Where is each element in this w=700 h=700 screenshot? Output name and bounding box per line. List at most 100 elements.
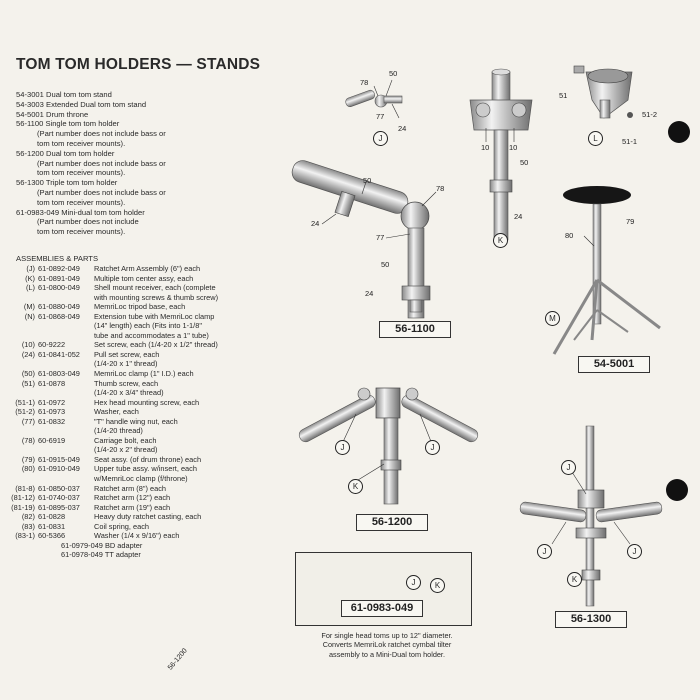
label-j-triple-right: J — [627, 544, 642, 559]
part-code: 61-0832 — [38, 416, 66, 426]
label-k-triple: K — [567, 572, 582, 587]
part-desc: Ratchet arm (19") each — [94, 502, 171, 512]
part-ref: (82) — [21, 512, 35, 522]
part-code: 61-0973 — [38, 407, 66, 417]
assemblies-heading: ASSEMBLIES & PARTS — [16, 254, 99, 263]
product-code: 56-1100 — [16, 119, 44, 129]
part-desc-continued: (1/4-20 x 1" thread) — [94, 359, 158, 369]
binder-hole-top — [668, 121, 690, 143]
part-code: 61-0972 — [38, 397, 66, 407]
drum-throne — [552, 186, 661, 355]
product-item: 61-0983-049 Mini-dual tom tom holder — [16, 208, 278, 218]
part-ref: (10) — [21, 340, 35, 350]
part-desc-continued: (14" length) each (Fits into 1-1/8" — [94, 321, 202, 331]
part-desc: MemriLoc tripod base, each — [94, 302, 186, 312]
callout-50-lower: 50 — [381, 260, 390, 269]
callout-79: 79 — [626, 217, 635, 226]
product-code: 54-3003 — [16, 99, 44, 109]
part-desc: MemriLoc clamp (1" I.D.) each — [94, 369, 194, 379]
part-row: (50)61-0803-049 MemriLoc clamp (1" I.D.) … — [10, 369, 300, 379]
part-desc: Ratchet arm (12") each — [94, 493, 171, 503]
part-code: 61-0800-049 — [38, 283, 80, 293]
label-l-receiver: L — [588, 131, 603, 146]
part-desc: Coil spring, each — [94, 521, 150, 531]
part-ref: (51) — [21, 378, 35, 388]
product-note: (Part number does not include bass or — [37, 187, 166, 197]
part-code: 61-0831 — [38, 521, 66, 531]
part-ref: (51-2) — [15, 407, 35, 417]
product-item: 56-1100 Single tom tom holder — [16, 119, 278, 129]
product-note: tom tom receiver mounts). — [37, 138, 126, 148]
product-name: Single tom tom holder — [45, 119, 120, 129]
callout-50-center: 50 — [520, 158, 529, 167]
product-name: Dual tom tom stand — [46, 90, 112, 99]
caption-line: assembly to a Mini-Dual tom holder. — [329, 649, 445, 659]
callout-77: 77 — [376, 112, 385, 121]
part-code: 61-0868-049 — [38, 311, 80, 321]
part-code: 60-5366 — [38, 531, 66, 541]
triple-tom-holder — [519, 425, 663, 607]
product-item: 54-3003 Extended Dual tom tom stand — [16, 100, 278, 110]
part-ref: (83-1) — [15, 531, 35, 541]
part-row: (77)61-0832 "T" handle wing nut, each — [10, 417, 300, 427]
part-code: 61-0850-037 — [38, 483, 80, 493]
part-desc-continued: w/MemriLoc clamp (f/throne) — [94, 474, 188, 484]
callout-51: 51 — [559, 91, 568, 100]
product-code: 54-5001 — [16, 109, 44, 119]
part-desc: Heavy duty ratchet casting, each — [94, 512, 202, 522]
product-name: Drum throne — [46, 109, 89, 119]
callout-77-single: 77 — [376, 233, 385, 242]
part-ref: (J) — [26, 264, 35, 273]
label-k-center: K — [493, 233, 508, 248]
part-code: 61-0803-049 — [38, 369, 80, 379]
single-tom-holder — [291, 160, 437, 319]
label-j-arm: J — [373, 131, 388, 146]
part-desc: Carriage bolt, each — [94, 435, 157, 445]
part-desc: Hex head mounting screw, each — [94, 397, 200, 407]
part-ref: (M) — [23, 302, 35, 312]
part-desc: Extension tube with MemriLoc clamp — [94, 311, 215, 321]
part-desc: Ratchet arm (8") each — [94, 483, 167, 493]
callout-51-2: 51-2 — [642, 110, 658, 119]
product-name: Mini-dual tom tom holder — [61, 207, 145, 217]
corner-model-label: 56-1200 — [166, 647, 189, 672]
part-ref: (81-19) — [11, 502, 35, 512]
mini-dual-caption: For single head toms up to 12" diameter.… — [292, 631, 482, 659]
center-casting — [469, 68, 533, 241]
label-k-mini: K — [430, 578, 445, 593]
part-ref: (80) — [21, 464, 35, 474]
callout-24-lower: 24 — [365, 289, 374, 298]
part-ref: (77) — [21, 416, 35, 426]
part-code: 61-0910-049 — [38, 464, 80, 474]
product-item: 54-5001 Drum throne — [16, 110, 278, 120]
callout-51-1: 51-1 — [622, 137, 638, 146]
part-desc: "T" handle wing nut, each — [94, 416, 178, 426]
part-ref: (50) — [21, 369, 35, 379]
label-j-triple-left: J — [537, 544, 552, 559]
part-desc: Thumb screw, each — [94, 378, 159, 388]
part-ref: (L) — [25, 283, 35, 293]
callout-78-single: 78 — [436, 184, 445, 193]
product-item: 54-3001 Dual tom tom stand — [16, 90, 278, 100]
product-code: 56-1200 — [16, 148, 44, 158]
callout-10-left: 10 — [481, 143, 490, 152]
part-code: 61-0828 — [38, 512, 66, 522]
product-item: 56-1200 Dual tom tom holder — [16, 149, 278, 159]
model-54-5001: 54-5001 — [578, 356, 650, 373]
binder-hole-bottom — [666, 479, 688, 501]
